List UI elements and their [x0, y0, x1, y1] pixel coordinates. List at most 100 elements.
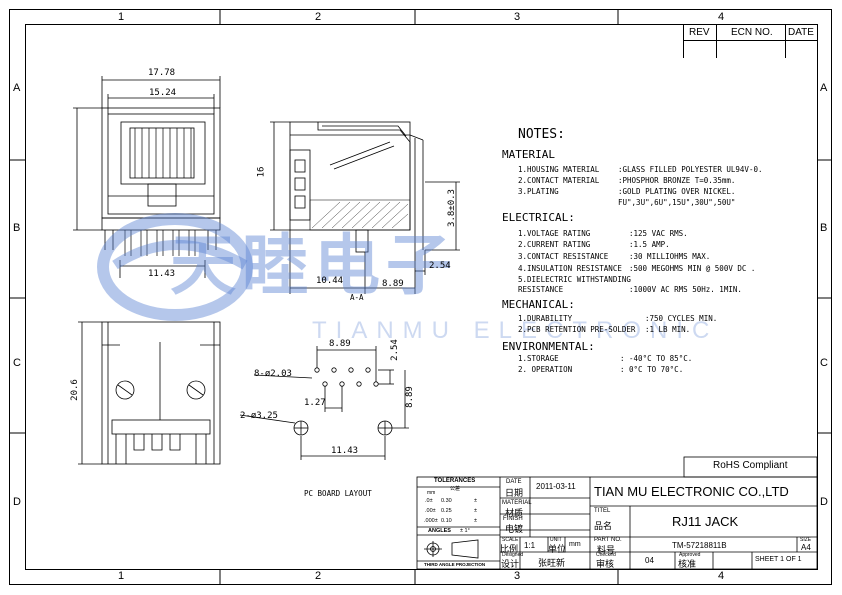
zone-top-1: 1 [118, 11, 125, 23]
dim-pcb-stagger: 1.27 [304, 398, 326, 408]
material-cn: 材质 [505, 508, 524, 518]
zone-top-4: 4 [718, 11, 725, 23]
finish-cn: 电镀 [505, 524, 524, 534]
section-label: A-A [350, 293, 364, 302]
material-2-value: :PHOSPHOR BRONZE T=0.35mm. [618, 176, 736, 185]
zone-bottom-3: 3 [514, 570, 521, 582]
electrical-6-value: :1000V AC RMS 50Hz. 1MIN. [629, 285, 742, 294]
checked-value: 04 [645, 556, 654, 565]
part-no-en: PART NO. [594, 537, 622, 543]
pcb-layout [239, 346, 409, 460]
part-no-value: TM-57218811B [672, 541, 727, 550]
electrical-3-value: :30 MILLIOHMS MAX. [629, 252, 711, 261]
size-value: A4 [801, 543, 811, 552]
material-3-label: 3.PLATING [518, 187, 559, 196]
electrical-5-label: 5.DIELECTRIC WITHSTANDING [518, 275, 631, 284]
zone-left-c: C [13, 357, 21, 369]
tol-row-1-pm: ± [474, 498, 478, 504]
tolerances-mm: mm [427, 490, 436, 496]
approved-en: Approved [679, 552, 701, 558]
outer-border [9, 9, 832, 585]
tol-row-1-value: 0.30 [441, 498, 452, 504]
environmental-1-value: : -40°C TO 85°C. [620, 354, 693, 363]
material-en: MATERIAL [502, 500, 532, 506]
zone-bottom-2: 2 [315, 570, 322, 582]
electrical-header: ELECTRICAL: [502, 211, 575, 224]
dim-side-depth: 10.44 [316, 276, 344, 286]
electrical-2-label: 2.CURRENT RATING [518, 240, 591, 249]
rohs-label: RoHS Compliant [713, 460, 788, 471]
tol-row-3-pm: ± [474, 518, 478, 524]
bottom-view [78, 321, 221, 465]
designed-cn: 设计 [501, 559, 520, 569]
unit-cn: 单位 [548, 544, 567, 554]
zone-right-c: C [820, 357, 828, 369]
electrical-4-label: 4.INSULATION RESISTANCE [518, 264, 622, 273]
mechanical-1-value: :750 CYCLES MIN. [645, 314, 718, 323]
tol-row-2-value: 0.25 [441, 508, 452, 514]
tol-row-3-spec: .000± [424, 518, 438, 524]
environmental-2-label: 2. OPERATION [518, 365, 573, 374]
checked-en: Checked [596, 552, 616, 558]
dim-pcb-row-offset: 2.54 [389, 339, 400, 361]
material-header: MATERIAL [502, 148, 555, 161]
dim-front-width: 17.78 [148, 68, 176, 78]
dim-front-height: 16 [256, 166, 267, 178]
zone-left-a: A [13, 82, 21, 94]
size-en: SIZE [800, 537, 812, 543]
titel-en: TITEL [594, 508, 611, 514]
titel-cn: 品名 [594, 521, 613, 531]
projection-label: THIRD ANGLE PROJECTION [424, 562, 486, 567]
dim-pcb-row: 8.89 [329, 339, 351, 349]
environmental-1-label: 1.STORAGE [518, 354, 559, 363]
zone-right-b: B [820, 222, 828, 234]
electrical-6-label: RESISTANCE [518, 285, 564, 294]
tolerances-cn: 公差 [450, 486, 461, 492]
date-en: DATE [506, 479, 522, 485]
unit-value: mm [569, 541, 581, 548]
date-cn: 日期 [505, 488, 524, 498]
part-no-cn: 料号 [597, 545, 616, 555]
dim-pcb-hole-large: 2-ø3.25 [240, 411, 278, 421]
electrical-2-value: :1.5 AMP. [629, 240, 670, 249]
zone-bottom-4: 4 [718, 570, 725, 582]
designed-en: Designed [502, 552, 524, 558]
mechanical-header: MECHANICAL: [502, 298, 575, 311]
ecn-header: ECN NO. [731, 27, 773, 38]
tol-row-2-pm: ± [474, 508, 478, 514]
watermark-cn: 天睦电子 [170, 228, 458, 302]
notes-title: NOTES: [518, 127, 565, 142]
tol-row-2-spec: .00± [425, 508, 436, 514]
electrical-3-label: 3.CONTACT RESISTANCE [518, 252, 609, 261]
dim-front-inner: 15.24 [149, 88, 177, 98]
watermark-logo [97, 213, 253, 321]
zone-right-d: D [820, 496, 828, 508]
zone-top-3: 3 [514, 11, 521, 23]
material-2-label: 2.CONTACT MATERIAL [518, 176, 600, 185]
tol-row-1-spec: .0± [425, 498, 433, 504]
dim-pcb-hole-small: 8-ø2.03 [254, 369, 292, 379]
tol-row-3-value: 0.10 [441, 518, 452, 524]
dim-side-offset: 8.89 [382, 279, 404, 289]
zone-right-a: A [820, 82, 828, 94]
checked-cn: 审核 [596, 559, 615, 569]
title-block-lines [416, 456, 818, 570]
dim-front-pitch: 11.43 [148, 269, 176, 279]
mechanical-2-value: :1 LB MIN. [645, 325, 691, 334]
pcb-layout-label: PC BOARD LAYOUT [304, 489, 372, 498]
date-value: 2011-03-11 [536, 482, 576, 491]
side-view [270, 121, 460, 294]
company-name: TIAN MU ELECTRONIC CO.,LTD [594, 484, 789, 499]
watermark-en: TIANMU ELECTRONIC [312, 317, 719, 344]
material-4-value: FU",3U",6U",15U",30U",50U" [618, 198, 736, 207]
scale-en: SCALE [502, 537, 519, 543]
finish-en: FINISH [503, 516, 523, 522]
environmental-header: ENVIRONMENTAL: [502, 340, 595, 353]
zone-left-b: B [13, 222, 21, 234]
scale-cn: 比例 [500, 544, 519, 554]
approved-cn: 核准 [678, 559, 697, 569]
tolerances-en: TOLERANCES [434, 478, 476, 484]
dim-pcb-peg: 11.43 [331, 446, 359, 456]
